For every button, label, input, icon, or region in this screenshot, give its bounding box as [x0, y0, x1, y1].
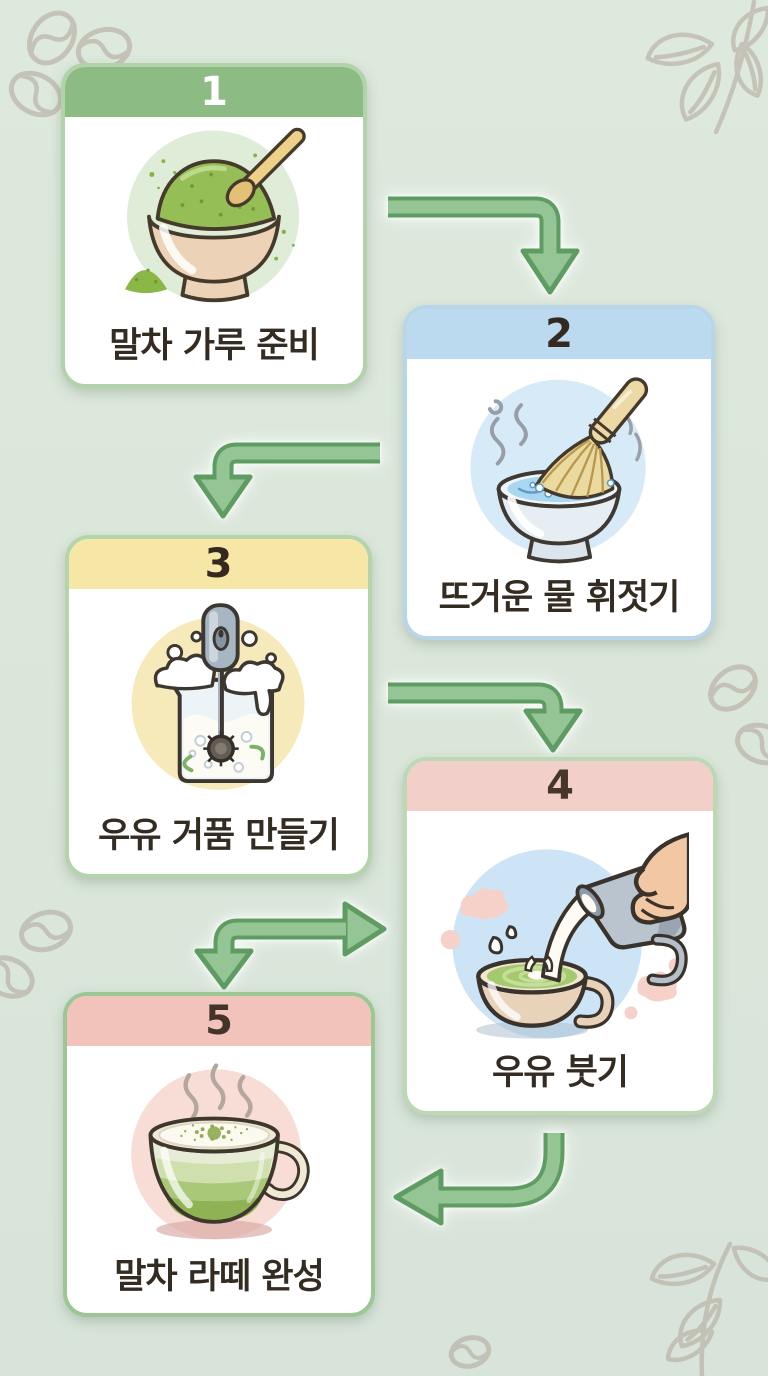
whisk-hot-water-illustration — [470, 377, 649, 564]
step-number-badge: 3 — [69, 539, 368, 589]
step-number: 5 — [205, 998, 233, 1044]
step-illustration — [67, 1046, 371, 1248]
flow-card-step-4: 4 — [403, 757, 717, 1115]
arrow-step-2-to-step-3 — [193, 442, 380, 519]
leaf-branch-icon — [649, 1241, 768, 1376]
coffee-bean-icon — [26, 10, 78, 66]
foam-cloud-drip — [221, 660, 285, 717]
matcha-powder-bowl-illustration — [125, 127, 306, 303]
step-number: 2 — [545, 311, 573, 357]
hand-icon — [630, 831, 689, 925]
milk-frother-illustration — [131, 603, 304, 790]
coffee-bean-icon — [448, 1335, 492, 1369]
frother-whisk-head — [202, 730, 239, 767]
arrow-step-1-to-step-2 — [388, 196, 580, 295]
step-illustration — [69, 589, 368, 807]
arrow-step-4-to-step-5 — [393, 1133, 565, 1226]
steam-icon — [487, 399, 528, 466]
steam-icon — [183, 1063, 253, 1120]
powder-pile — [125, 270, 168, 294]
coffee-bean-icon — [0, 955, 35, 999]
step-number-badge: 2 — [407, 309, 711, 359]
frother-button — [212, 626, 229, 651]
step-label: 말차 라떼 완성 — [114, 1257, 325, 1297]
flow-card-step-3: 3 — [65, 535, 372, 878]
coffee-bean-icon — [708, 664, 758, 712]
step-number: 3 — [204, 541, 233, 587]
cup-shadow — [156, 1219, 273, 1240]
bubbles — [165, 630, 277, 665]
step-number: 1 — [200, 69, 228, 115]
bamboo-scoop-icon — [225, 127, 306, 208]
step-illustration — [407, 811, 713, 1044]
step-number-badge: 1 — [65, 67, 363, 117]
flow-card-step-5: 5 — [63, 992, 375, 1317]
finished-matcha-latte-illustration — [131, 1063, 310, 1240]
step-label: 뜨거운 물 휘젓기 — [438, 578, 681, 618]
arrow-double-step-4-and-step-5 — [194, 901, 387, 990]
matcha-dust — [180, 1124, 249, 1141]
arrow-step-3-to-step-4 — [388, 682, 583, 753]
step-number-badge: 4 — [407, 761, 713, 811]
step-label: 우유 붓기 — [492, 1053, 629, 1093]
leaf-branch-icon — [645, 0, 768, 135]
step-number-badge: 5 — [67, 996, 371, 1046]
milk-stream — [540, 894, 599, 982]
swirl-lines — [181, 744, 265, 773]
motion-lines — [626, 417, 642, 462]
step-illustration — [65, 117, 363, 317]
pour-milk-illustration — [440, 831, 689, 1039]
matcha-speckles — [149, 153, 295, 261]
flow-card-step-1: 1 — [61, 63, 367, 388]
flow-card-step-2: 2 — [403, 305, 715, 640]
step-illustration — [407, 359, 711, 569]
step-label: 말차 가루 준비 — [109, 326, 320, 366]
coffee-bean-icon — [19, 909, 73, 953]
foam-cloud — [153, 653, 216, 691]
step-number: 4 — [546, 763, 574, 809]
bamboo-whisk-icon — [534, 377, 649, 500]
step-label: 우유 거품 만들기 — [98, 816, 340, 856]
splash-droplets — [488, 924, 518, 954]
